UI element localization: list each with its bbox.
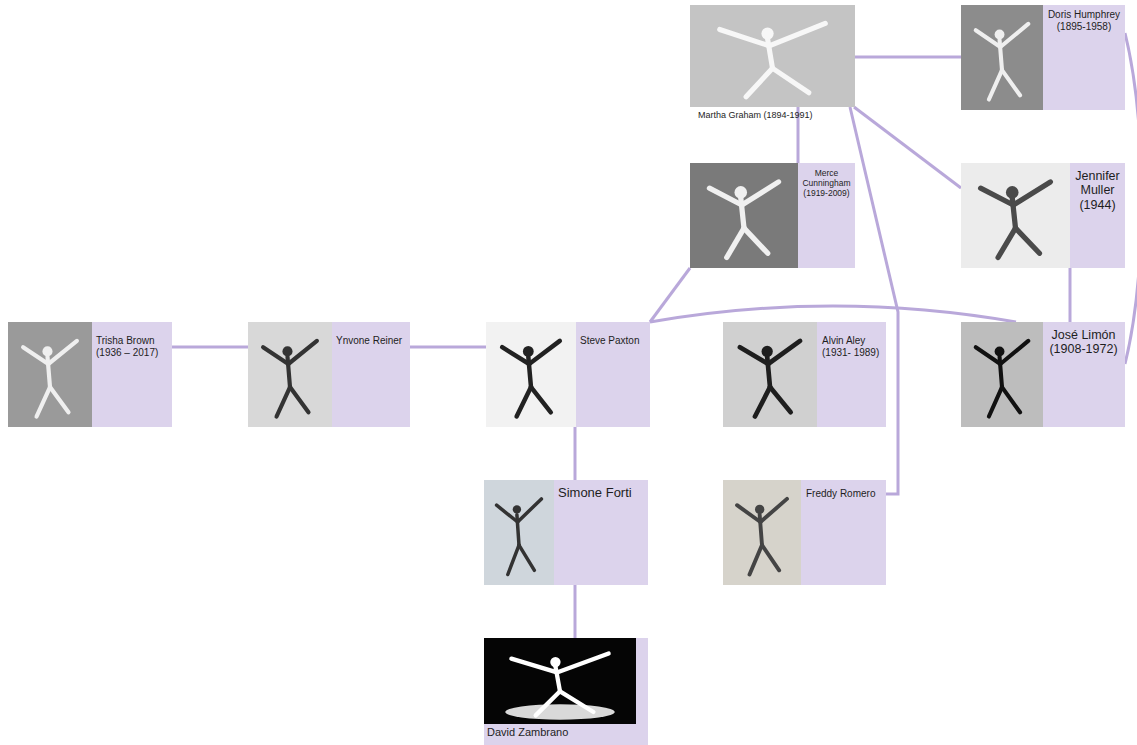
dancer-photo	[961, 322, 1043, 427]
lineage-line	[650, 306, 1016, 322]
dancer-card: José Limón (1908-1972)	[961, 322, 1125, 427]
dancer-photo	[486, 322, 576, 427]
dancer-name: Simone Forti	[558, 486, 644, 501]
dancer-photo	[690, 5, 855, 107]
photo-ground	[8, 322, 92, 427]
photo-ground	[723, 480, 801, 585]
dancer-figure	[709, 182, 778, 258]
dancer-head	[755, 505, 764, 514]
dancer-figure	[23, 341, 77, 417]
photo-ground	[484, 638, 636, 724]
dancer-figure	[511, 653, 608, 715]
lineage-line	[1125, 33, 1137, 364]
spotlight	[505, 704, 614, 719]
dancer-head	[1006, 186, 1019, 199]
lineage-line	[855, 56, 961, 59]
dancer-head	[513, 505, 521, 513]
dancer-name: David Zambrano	[487, 726, 637, 739]
dancer-name: Steve Paxton	[580, 335, 648, 347]
lineage-line	[650, 268, 690, 322]
lineage-line	[574, 427, 577, 480]
dancer-photo	[690, 163, 798, 268]
dancer-card: Alvin Aley (1931- 1989)	[723, 322, 886, 427]
dancer-head	[550, 657, 560, 667]
dancer-head	[282, 346, 292, 356]
dancer-card: Merce Cunningham (1919-2009)	[690, 163, 855, 268]
dancer-head	[761, 27, 773, 39]
dancer-photo	[484, 638, 636, 724]
dancer-head	[762, 346, 773, 357]
dancer-head	[734, 186, 747, 199]
dancer-card: Simone Forti	[484, 480, 648, 585]
photo-ground	[961, 322, 1043, 427]
dancer-card: Steve Paxton	[486, 322, 650, 427]
lineage-line	[410, 346, 486, 349]
dancer-photo	[723, 322, 817, 427]
dancer-figure	[976, 24, 1028, 100]
dancer-card: Trisha Brown (1936 – 2017)	[8, 322, 172, 427]
photo-ground	[484, 480, 554, 585]
lineage-line	[850, 107, 898, 494]
dancer-photo	[961, 5, 1043, 110]
photo-ground	[690, 5, 855, 107]
photo-ground	[961, 163, 1070, 268]
dancer-figure	[502, 341, 560, 417]
dancer-head	[523, 346, 534, 357]
lineage-line	[574, 585, 577, 638]
dancer-figure	[737, 499, 787, 575]
dancer-photo	[961, 163, 1070, 268]
dancer-name: Trisha Brown (1936 – 2017)	[96, 335, 170, 358]
dancer-name: Freddy Romero	[806, 488, 882, 500]
photo-ground	[248, 322, 332, 427]
dancer-name: José Limón (1908-1972)	[1044, 328, 1123, 357]
lineage-line	[1069, 268, 1072, 322]
dancer-figure	[976, 341, 1028, 417]
dancer-head	[42, 346, 52, 356]
dancer-card: Martha Graham (1894-1991)	[690, 5, 855, 107]
lineage-line	[172, 346, 248, 349]
dancer-card: Jennifer Muller (1944)	[961, 163, 1125, 268]
dancer-card: David Zambrano	[484, 638, 648, 745]
dancer-figure	[720, 23, 826, 96]
photo-ground	[723, 322, 817, 427]
lineage-line	[854, 107, 961, 188]
dancer-card: Ynvone Reiner	[248, 322, 410, 427]
photo-ground	[486, 322, 576, 427]
dancer-head	[995, 29, 1005, 39]
photo-ground	[961, 5, 1043, 110]
dancer-figure	[981, 182, 1051, 258]
dancer-name: Ynvone Reiner	[336, 335, 408, 347]
dancer-name: Alvin Aley (1931- 1989)	[822, 335, 884, 358]
dancer-figure	[497, 499, 542, 575]
photo-ground	[690, 163, 798, 268]
dancer-figure	[263, 341, 317, 417]
dancer-name: Jennifer Muller (1944)	[1070, 169, 1125, 212]
dancer-card: Doris Humphrey (1895-1958)	[961, 5, 1125, 110]
dancer-name: Merce Cunningham (1919-2009)	[799, 169, 854, 198]
dancer-card: Freddy Romero	[723, 480, 886, 585]
dancer-name: Doris Humphrey (1895-1958)	[1045, 9, 1123, 32]
dancer-figure	[740, 341, 800, 417]
dancer-photo	[723, 480, 801, 585]
photo-caption: Martha Graham (1894-1991)	[698, 110, 848, 120]
dancer-head	[995, 346, 1005, 356]
dancer-photo	[248, 322, 332, 427]
dancer-photo	[484, 480, 554, 585]
dancer-photo	[8, 322, 92, 427]
